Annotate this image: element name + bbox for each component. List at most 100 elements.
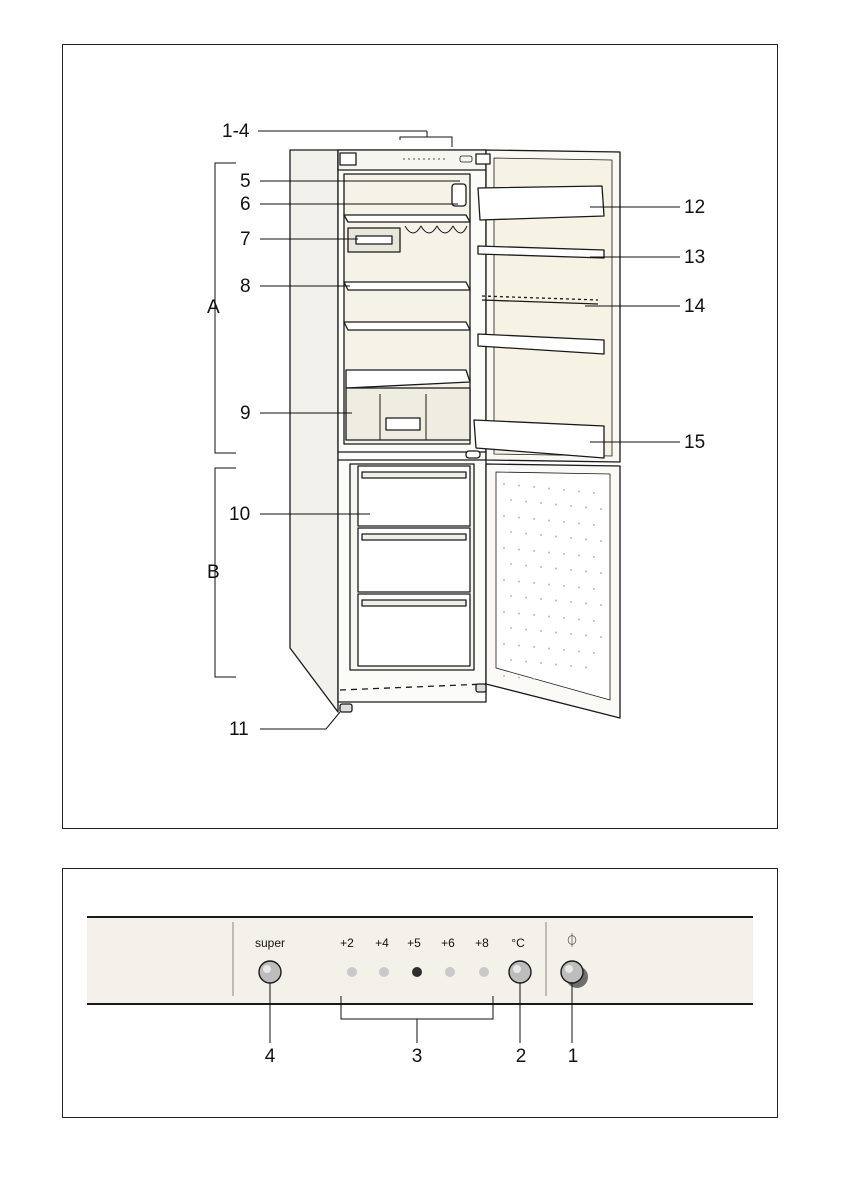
texture-dot xyxy=(578,490,580,493)
texture-dot xyxy=(518,516,520,519)
texture-dot xyxy=(525,564,527,567)
label-11: 11 xyxy=(229,719,249,740)
bottle-shelf xyxy=(473,419,605,459)
texture-dot xyxy=(525,628,527,631)
power-symbol-icon: ⏀ xyxy=(565,933,579,948)
texture-dot xyxy=(570,665,572,667)
texture-dot xyxy=(570,633,572,635)
door-shelf-2 xyxy=(477,333,605,355)
texture-dot xyxy=(533,518,535,520)
texture-dot xyxy=(540,534,542,536)
bottle-rack xyxy=(481,295,599,301)
texture-dot xyxy=(518,612,520,615)
texture-dot xyxy=(555,631,557,634)
power-button xyxy=(560,960,584,984)
label-14: 14 xyxy=(684,296,706,317)
texture-dot xyxy=(540,598,542,600)
texture-dot xyxy=(585,570,587,573)
texture-dot xyxy=(570,569,572,571)
texture-dot xyxy=(525,596,527,599)
texture-dot xyxy=(600,540,602,542)
texture-dot xyxy=(525,500,527,503)
label-1-4: 1-4 xyxy=(222,121,250,142)
texture-dot xyxy=(555,599,557,602)
texture-dot xyxy=(600,636,602,638)
texture-dot xyxy=(533,486,535,488)
callout-3: 3 xyxy=(411,1046,423,1067)
texture-dot xyxy=(503,611,505,613)
texture-dot xyxy=(593,588,595,590)
led-plus6 xyxy=(445,967,455,977)
texture-dot xyxy=(600,508,602,510)
texture-dot xyxy=(540,630,542,632)
callout-4: 4 xyxy=(264,1046,276,1067)
butter-compartment xyxy=(477,185,605,221)
texture-dot xyxy=(585,666,587,669)
texture-dot xyxy=(600,604,602,606)
texture-dot xyxy=(578,618,580,621)
texture-dot xyxy=(585,634,587,637)
label-8: 8 xyxy=(240,276,251,297)
texture-dot xyxy=(548,487,550,490)
texture-dot xyxy=(593,620,595,622)
texture-dot xyxy=(510,627,512,629)
texture-dot xyxy=(578,554,580,557)
texture-dot xyxy=(518,580,520,583)
texture-dot xyxy=(555,567,557,570)
label-7: 7 xyxy=(240,229,251,250)
temp-label-plus2: +2 xyxy=(340,936,354,950)
texture-dot xyxy=(563,617,565,619)
texture-dot xyxy=(578,522,580,525)
callout-1: 1 xyxy=(567,1046,579,1067)
texture-dot xyxy=(593,556,595,558)
texture-dot xyxy=(585,602,587,605)
label-9: 9 xyxy=(240,403,251,424)
unit-label: °C xyxy=(511,936,525,950)
texture-dot xyxy=(563,521,565,523)
temp-label-plus6: +6 xyxy=(441,936,455,950)
foot-left xyxy=(339,703,353,713)
texture-dot xyxy=(540,502,542,504)
freezer-door-texture xyxy=(503,483,602,680)
texture-dot xyxy=(510,659,512,661)
texture-dot xyxy=(533,582,535,584)
cabinet-side xyxy=(289,149,339,713)
zone-b-label: B xyxy=(207,562,220,583)
label-10: 10 xyxy=(229,504,251,525)
texture-dot xyxy=(600,572,602,574)
led-plus4 xyxy=(379,967,389,977)
texture-dot xyxy=(548,551,550,554)
texture-dot xyxy=(518,484,520,487)
super-button xyxy=(258,960,282,984)
texture-dot xyxy=(593,652,595,654)
texture-dot xyxy=(503,547,505,549)
texture-dot xyxy=(555,503,557,506)
led-plus5 xyxy=(412,967,422,977)
texture-dot xyxy=(570,537,572,539)
texture-dot xyxy=(548,647,550,650)
texture-dot xyxy=(510,563,512,565)
texture-dot xyxy=(503,515,505,517)
crisper-drawer xyxy=(345,387,471,441)
label-5: 5 xyxy=(240,171,251,192)
super-label: super xyxy=(254,936,286,950)
texture-dot xyxy=(585,538,587,541)
texture-dot xyxy=(510,531,512,533)
texture-dot xyxy=(533,614,535,616)
texture-dot xyxy=(548,519,550,522)
temperature-button xyxy=(508,960,532,984)
control-panel-strip xyxy=(87,917,753,1005)
texture-dot xyxy=(533,678,535,680)
texture-dot xyxy=(585,506,587,509)
temp-label-plus8: +8 xyxy=(475,936,489,950)
texture-dot xyxy=(578,586,580,589)
texture-dot xyxy=(533,646,535,648)
texture-dot xyxy=(503,675,505,677)
led-plus2 xyxy=(347,967,357,977)
zone-a-label: A xyxy=(207,297,220,318)
label-6: 6 xyxy=(240,194,251,215)
texture-dot xyxy=(563,553,565,555)
label-12: 12 xyxy=(684,197,706,218)
texture-dot xyxy=(510,499,512,501)
